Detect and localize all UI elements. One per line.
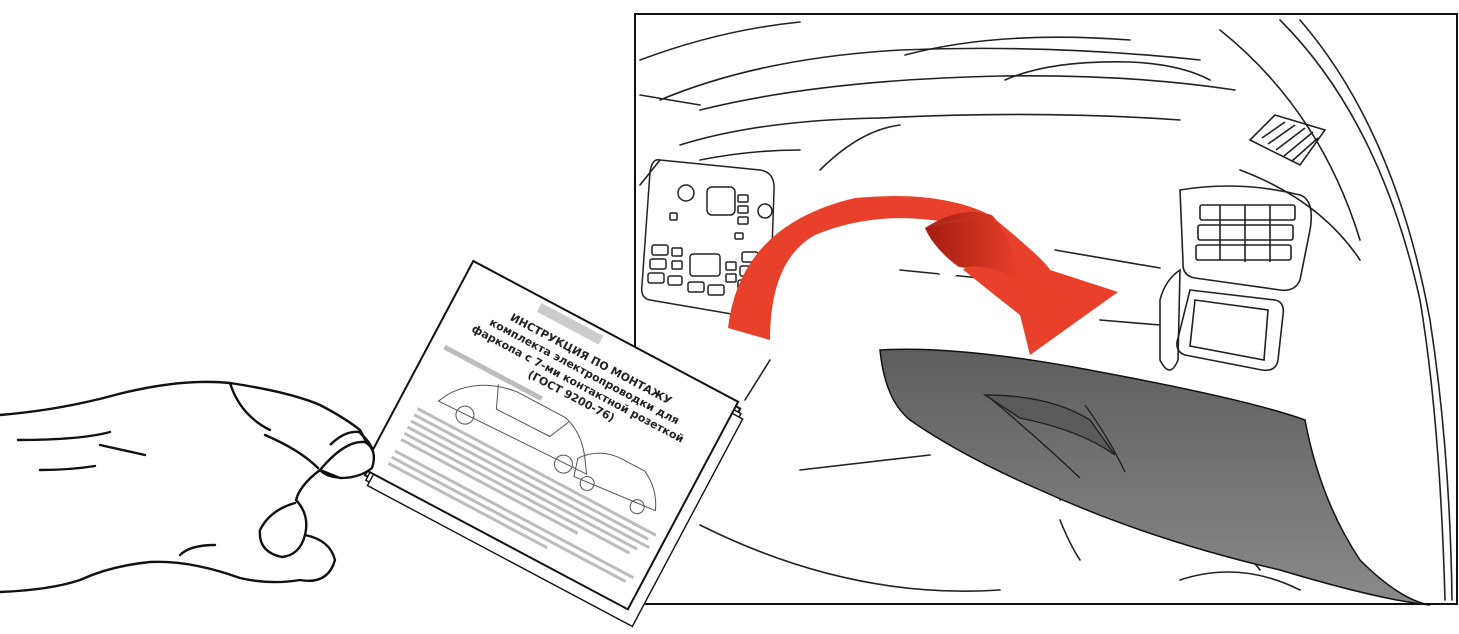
- hand-icon: [0, 382, 374, 592]
- car-interior-panel: [635, 14, 1457, 605]
